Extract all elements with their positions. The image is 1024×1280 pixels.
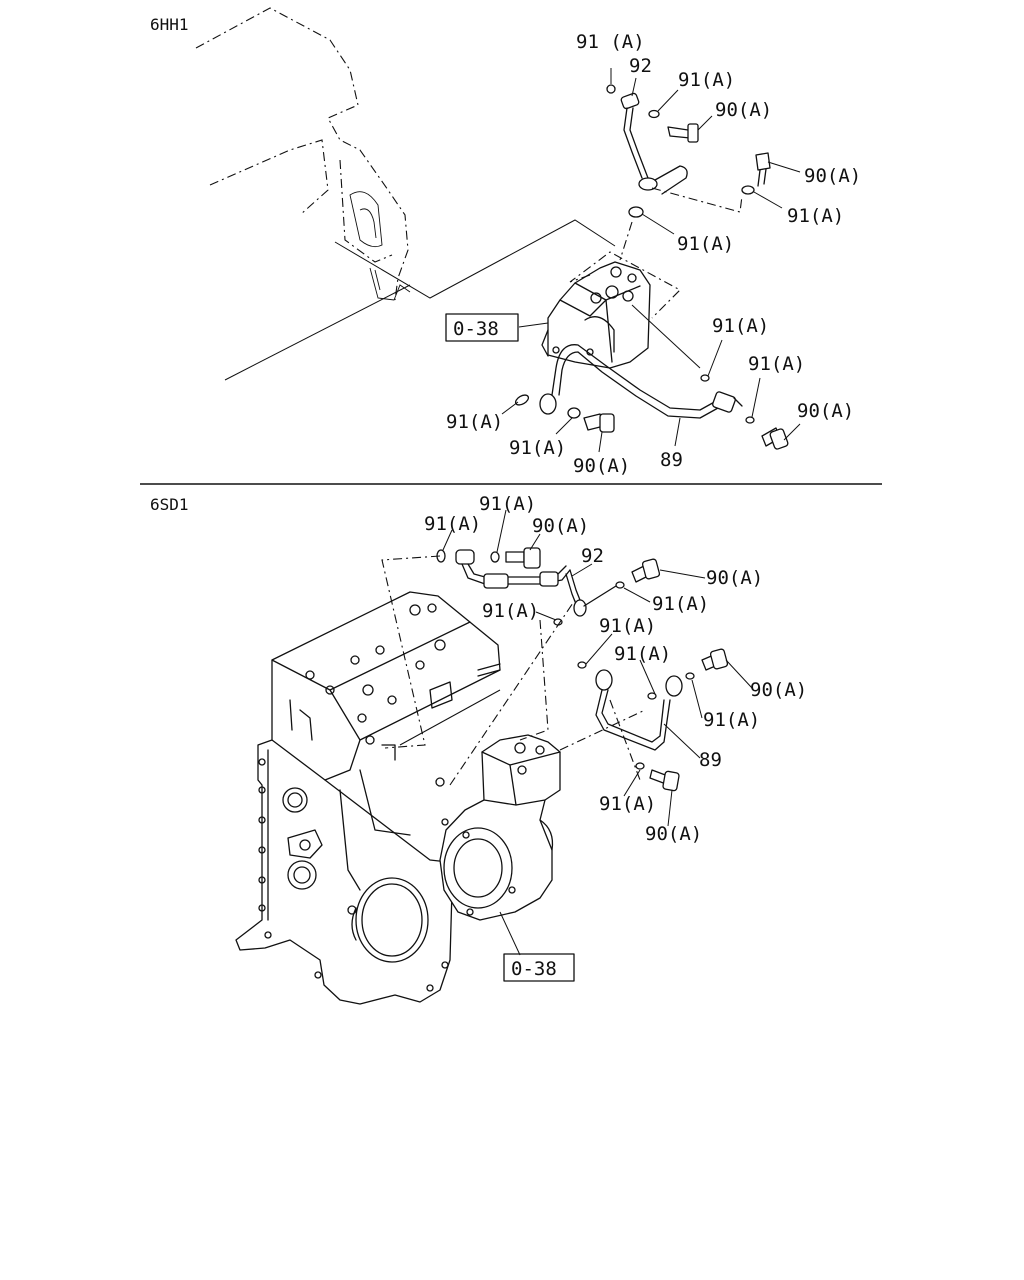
pipe-92-6sd1 (381, 547, 661, 749)
pipe-89-6hh1 (514, 344, 789, 450)
leader-lines-6sd1 (442, 509, 753, 956)
label-90a-3: 90(A) (797, 400, 854, 422)
label-89-b: 89 (699, 749, 722, 771)
engine-block-6sd1 (235, 591, 501, 1005)
ref-label-0-38-bottom: 0-38 (511, 958, 557, 980)
label-91a-b5: 91(A) (599, 615, 656, 637)
engine-block-6hh1 (195, 7, 616, 381)
compressor-6sd1 (435, 599, 646, 921)
label-91a-b1: 91(A) (424, 513, 481, 535)
label-92: 92 (629, 55, 652, 77)
label-91a-7: 91(A) (446, 411, 503, 433)
label-91a-1: 91 (A) (576, 31, 645, 53)
ref-label-0-38-top: 0-38 (453, 318, 499, 340)
label-91a-b2: 91(A) (479, 493, 536, 515)
label-90a-1: 90(A) (715, 99, 772, 121)
label-91a-6: 91(A) (748, 353, 805, 375)
label-89: 89 (660, 449, 683, 471)
pipe-89-6sd1 (577, 648, 729, 792)
label-91a-8: 91(A) (509, 437, 566, 459)
label-90a-b4: 90(A) (645, 823, 702, 845)
section-6hh1: 6HH1 (150, 7, 861, 477)
label-90a-b2: 90(A) (706, 567, 763, 589)
label-92-b: 92 (581, 545, 604, 567)
label-91a-b8: 91(A) (599, 793, 656, 815)
label-91a-b4: 91(A) (482, 600, 539, 622)
label-91a-b6: 91(A) (614, 643, 671, 665)
section-title-6hh1: 6HH1 (150, 15, 189, 34)
section-6sd1: 6SD1 (150, 493, 807, 1005)
label-91a-2: 91(A) (678, 69, 735, 91)
pipe-92-6hh1 (606, 84, 771, 218)
labels-6sd1: 91(A) 91(A) 90(A) 92 90(A) 91(A) 91(A) 9… (424, 493, 807, 982)
ref-box-0-38-bottom (503, 953, 575, 982)
leader-lines-6hh1 (501, 68, 801, 453)
label-91a-4: 91(A) (677, 233, 734, 255)
label-90a-b1: 90(A) (532, 515, 589, 537)
label-91a-b3: 91(A) (652, 593, 709, 615)
label-90a-2: 90(A) (804, 165, 861, 187)
label-91a-3: 91(A) (787, 205, 844, 227)
label-91a-b7: 91(A) (703, 709, 760, 731)
label-90a-b3: 90(A) (750, 679, 807, 701)
section-title-6sd1: 6SD1 (150, 495, 189, 514)
label-91a-5: 91(A) (712, 315, 769, 337)
ref-box-0-38-top (445, 313, 519, 342)
labels-6hh1: 91 (A) 92 91(A) 90(A) 90(A) 91(A) 91(A) … (445, 31, 861, 477)
label-90a-4: 90(A) (573, 455, 630, 477)
